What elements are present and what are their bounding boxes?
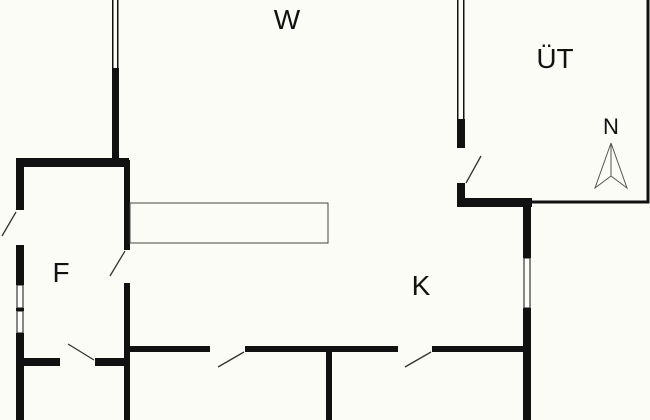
doors	[1, 155, 482, 368]
room-label-w: W	[274, 4, 301, 35]
door-swing	[404, 351, 432, 368]
wall-k-bottom	[128, 346, 210, 352]
wall-ut	[457, 183, 465, 207]
window	[16, 310, 24, 334]
north-arrow-icon	[593, 142, 629, 190]
wall-f-left	[16, 158, 24, 210]
wall-f-bottom	[16, 358, 60, 366]
door-swing	[1, 211, 17, 237]
door-swing	[109, 250, 126, 277]
window-frame	[457, 0, 459, 119]
north-label: N	[603, 114, 619, 139]
wall-ut-bottom	[457, 198, 532, 207]
wall-k-bottom	[245, 346, 398, 352]
wall-w-left	[112, 68, 119, 163]
wall-k-right	[523, 198, 531, 258]
wall-k-right	[523, 308, 531, 420]
wall-f-right	[124, 283, 130, 420]
wall-f-left	[16, 308, 24, 311]
outdoor-area-outline	[531, 0, 650, 204]
wall-f-top	[16, 158, 129, 167]
window-frame	[463, 0, 465, 119]
window	[523, 257, 531, 309]
wall-f-right	[124, 160, 130, 250]
window-frame	[112, 0, 114, 68]
wall-divider	[326, 346, 332, 420]
wall-k-bottom	[432, 346, 528, 352]
wall-f-bottom	[95, 358, 129, 366]
door-swing	[465, 155, 482, 184]
door-swing	[67, 343, 95, 361]
door-swing	[217, 351, 245, 368]
walls	[16, 0, 532, 420]
room-label-k: K	[412, 270, 431, 301]
room-label-f: F	[52, 257, 69, 288]
wall-f-left	[16, 245, 24, 285]
wall-ut	[457, 119, 465, 148]
window	[16, 284, 24, 309]
room-label-ut: ÜT	[536, 43, 573, 74]
window-frame	[117, 0, 119, 68]
wall-f-left	[16, 333, 24, 420]
kitchen-counter	[129, 202, 329, 244]
windows	[16, 257, 531, 334]
